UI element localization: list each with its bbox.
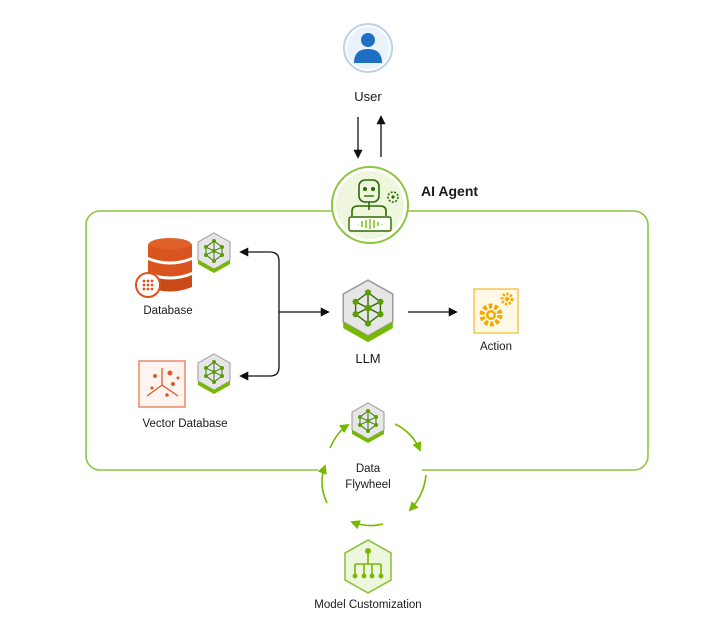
- vector-database-icon: [138, 360, 186, 408]
- user-icon: [343, 23, 393, 73]
- database-model-node-icon: [197, 232, 231, 274]
- flywheel-model-node-icon: [351, 402, 385, 444]
- action-gear-icon: [473, 288, 519, 334]
- vector-database-label: Vector Database: [142, 418, 228, 430]
- flywheel-label-line1: Data: [355, 463, 381, 475]
- llm-label: LLM: [355, 351, 381, 366]
- ai-agent-icon: [331, 166, 409, 244]
- model-customization-label: Model Customization: [314, 599, 422, 611]
- flywheel-label-line2: Flywheel: [345, 479, 391, 491]
- llm-icon: [342, 279, 394, 343]
- flywheel-backdrop: [318, 440, 422, 512]
- ai-agent-label: AI Agent: [421, 183, 479, 199]
- database-icon: [135, 238, 192, 298]
- arrow-databases-llm-bracket: [239, 247, 280, 381]
- action-label: Action: [480, 341, 512, 353]
- vector-database-model-node-icon: [197, 353, 231, 395]
- database-label: Database: [143, 305, 193, 317]
- flywheel-cycle-arrows: [317, 423, 427, 530]
- user-label: User: [354, 89, 382, 104]
- model-customization-icon: [344, 539, 392, 594]
